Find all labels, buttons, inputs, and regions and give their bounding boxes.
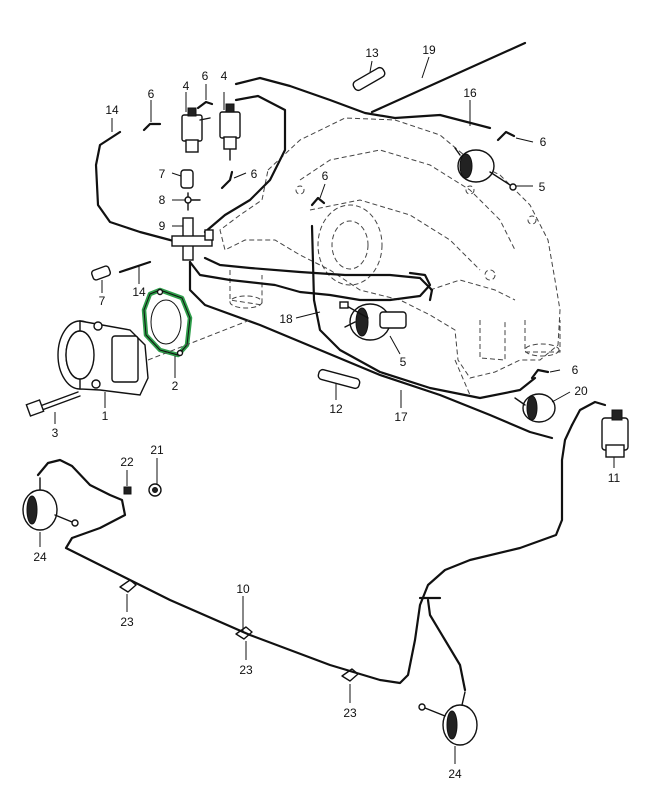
solenoid-valve-4-right xyxy=(219,103,241,161)
hose-17 xyxy=(188,260,554,440)
callout-10: 10 xyxy=(236,582,250,596)
callout-labels: 1 2 3 4 4 5 5 6 6 6 6 6 6 7 7 8 9 10 11 … xyxy=(33,43,620,781)
hose-18 xyxy=(188,260,432,302)
callout-4-left: 4 xyxy=(183,79,190,93)
line-10 xyxy=(36,423,574,685)
bolt-3 xyxy=(25,391,81,417)
callout-6-a: 6 xyxy=(148,87,155,101)
callout-8: 8 xyxy=(159,193,166,207)
callout-16: 16 xyxy=(463,86,477,100)
callout-14-upper: 14 xyxy=(105,103,119,117)
screw-22 xyxy=(123,486,132,495)
hose-piece-13 xyxy=(352,66,386,92)
vacuum-valve-5-middle xyxy=(339,301,407,341)
vacuum-unit-24-left xyxy=(22,477,79,531)
callout-2: 2 xyxy=(172,379,179,393)
callout-13: 13 xyxy=(365,46,379,60)
callout-1: 1 xyxy=(102,409,109,423)
hose-upper-to-cross xyxy=(203,94,287,234)
solenoid-valve-11 xyxy=(601,409,629,458)
callout-21: 21 xyxy=(150,443,164,457)
hose-16 xyxy=(234,76,492,130)
hose-piece-7-upper xyxy=(180,169,194,189)
callout-7-upper: 7 xyxy=(159,167,166,181)
callout-6-d: 6 xyxy=(322,169,329,183)
callout-7-lower: 7 xyxy=(99,294,106,308)
cross-fitting-9 xyxy=(171,217,214,261)
elbow-hoses-6 xyxy=(142,100,550,380)
check-valve-5-upper xyxy=(454,147,517,191)
callout-23-b: 23 xyxy=(239,663,253,677)
solenoid-valve-4-left xyxy=(181,107,211,153)
callout-11: 11 xyxy=(608,471,621,485)
hose-to-lower-24 xyxy=(426,598,467,692)
callout-6-c: 6 xyxy=(251,167,258,181)
hose-piece-7-lower xyxy=(90,265,112,281)
connector-8 xyxy=(184,192,201,211)
callout-17: 17 xyxy=(394,410,408,424)
hose-to-valve-5-upper xyxy=(203,256,434,302)
callout-6-f: 6 xyxy=(572,363,579,377)
callout-23-c: 23 xyxy=(343,706,357,720)
hose-14-loop xyxy=(94,130,184,246)
hose-lines xyxy=(36,41,607,692)
callout-22: 22 xyxy=(120,455,134,469)
callout-20: 20 xyxy=(574,384,588,398)
callout-6-b: 6 xyxy=(202,69,209,83)
callout-24-lower: 24 xyxy=(448,767,462,781)
callout-6-e: 6 xyxy=(540,135,547,149)
callout-12: 12 xyxy=(329,402,343,416)
vacuum-unit-24-lower xyxy=(418,691,478,746)
callout-4-right: 4 xyxy=(221,69,228,83)
clamp-21 xyxy=(148,483,162,497)
pressure-unit-20 xyxy=(514,393,556,423)
callout-14-lower: 14 xyxy=(132,285,146,299)
pipe-19 xyxy=(370,41,527,114)
callout-9: 9 xyxy=(159,219,166,233)
callout-24-left: 24 xyxy=(33,550,47,564)
callout-19: 19 xyxy=(422,43,436,57)
hose-17b xyxy=(310,224,537,400)
gasket-2 xyxy=(141,287,193,358)
callout-18: 18 xyxy=(279,312,293,326)
throttle-body-1 xyxy=(57,319,251,396)
callout-5-middle: 5 xyxy=(400,355,407,369)
leader-lines xyxy=(39,56,615,764)
callout-5-upper: 5 xyxy=(539,180,546,194)
callout-23-a: 23 xyxy=(120,615,134,629)
intake-manifold xyxy=(219,117,561,396)
hose-to-11 xyxy=(570,400,607,427)
callout-3: 3 xyxy=(52,426,59,440)
hose-piece-12 xyxy=(317,368,361,390)
hose-14-short xyxy=(118,260,152,274)
